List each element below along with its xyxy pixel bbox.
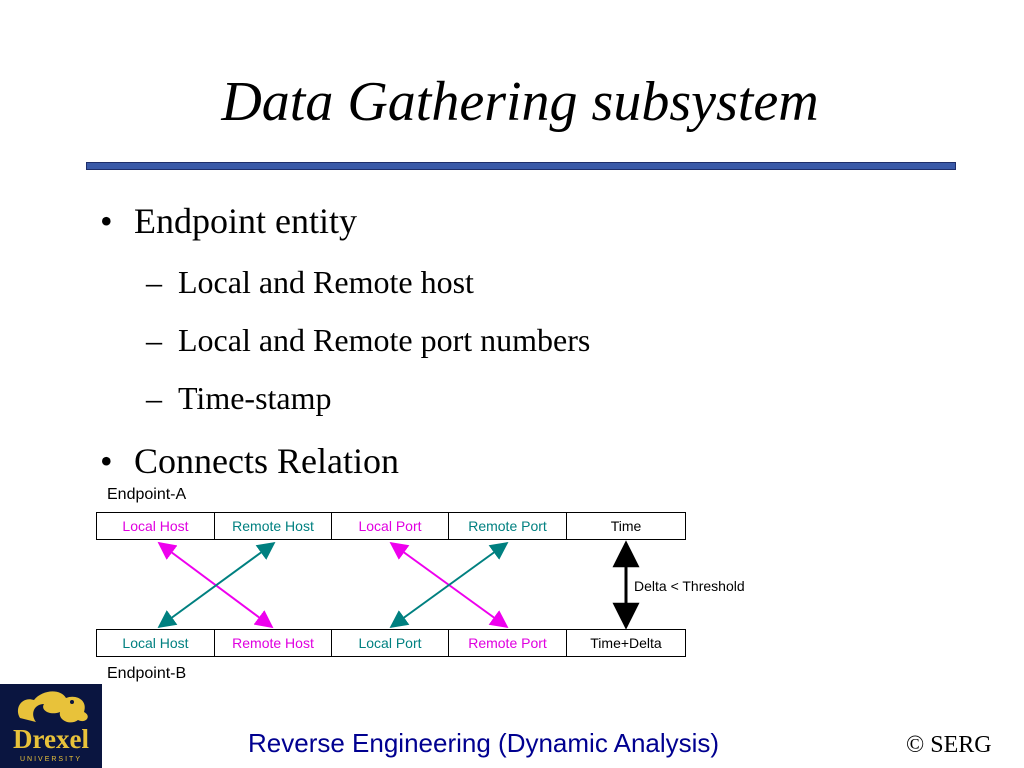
- sub-bullet-ports: –Local and Remote port numbers: [146, 322, 590, 359]
- dash-marker: –: [146, 380, 162, 416]
- arrow-a-remote-host-to-b-local-host: [157, 541, 276, 629]
- logo-word: Drexel: [13, 724, 89, 754]
- bullet-marker: •: [100, 441, 113, 481]
- endpoint-a-label: Endpoint-A: [107, 486, 187, 503]
- delta-threshold-label: Delta < Threshold: [634, 578, 745, 594]
- slide-title: Data Gathering subsystem: [221, 71, 819, 133]
- footer-copyright: © SERG: [906, 732, 992, 758]
- field-a-time: Time: [610, 518, 642, 534]
- logo-subtext: UNIVERSITY: [19, 756, 82, 763]
- field-a-local-host: Local Host: [97, 513, 215, 539]
- field-a-remote-host: Remote Host: [215, 513, 332, 539]
- endpoint-b-label: Endpoint-B: [107, 665, 187, 682]
- field-a-local-port: Local Port: [332, 513, 449, 539]
- footer-course-title: Reverse Engineering (Dynamic Analysis): [248, 728, 720, 758]
- dragon-icon: [17, 691, 88, 723]
- field-b-local-host: Local Host: [97, 630, 215, 656]
- title-divider: [86, 162, 956, 170]
- sub-bullet-text: Local and Remote port numbers: [178, 322, 591, 358]
- sub-bullet-host: –Local and Remote host: [146, 264, 474, 301]
- sub-bullet-timestamp: –Time-stamp: [146, 380, 332, 417]
- bullet-endpoint-entity: • Endpoint entity: [100, 200, 357, 242]
- field-a-remote-port: Remote Port: [449, 513, 567, 539]
- bullet-text: Connects Relation: [134, 441, 399, 481]
- field-b-time-delta: Time+Delta: [590, 635, 662, 651]
- sub-bullet-text: Time-stamp: [178, 380, 332, 416]
- arrow-a-remote-port-to-b-local-port: [389, 541, 509, 629]
- dash-marker: –: [146, 264, 162, 300]
- field-b-remote-host: Remote Host: [215, 630, 332, 656]
- endpoint-b-fields: Local Host Remote Host Local Port Remote…: [96, 629, 686, 657]
- field-b-remote-port: Remote Port: [449, 630, 567, 656]
- bullet-text: Endpoint entity: [134, 201, 357, 241]
- sub-bullet-text: Local and Remote host: [178, 264, 474, 300]
- bullet-marker: •: [100, 201, 113, 241]
- dash-marker: –: [146, 322, 162, 358]
- bullet-connects-relation: • Connects Relation: [100, 440, 399, 482]
- field-b-local-port: Local Port: [332, 630, 449, 656]
- endpoint-a-fields: Local Host Remote Host Local Port Remote…: [96, 512, 686, 540]
- drexel-logo: Drexel UNIVERSITY: [0, 684, 102, 768]
